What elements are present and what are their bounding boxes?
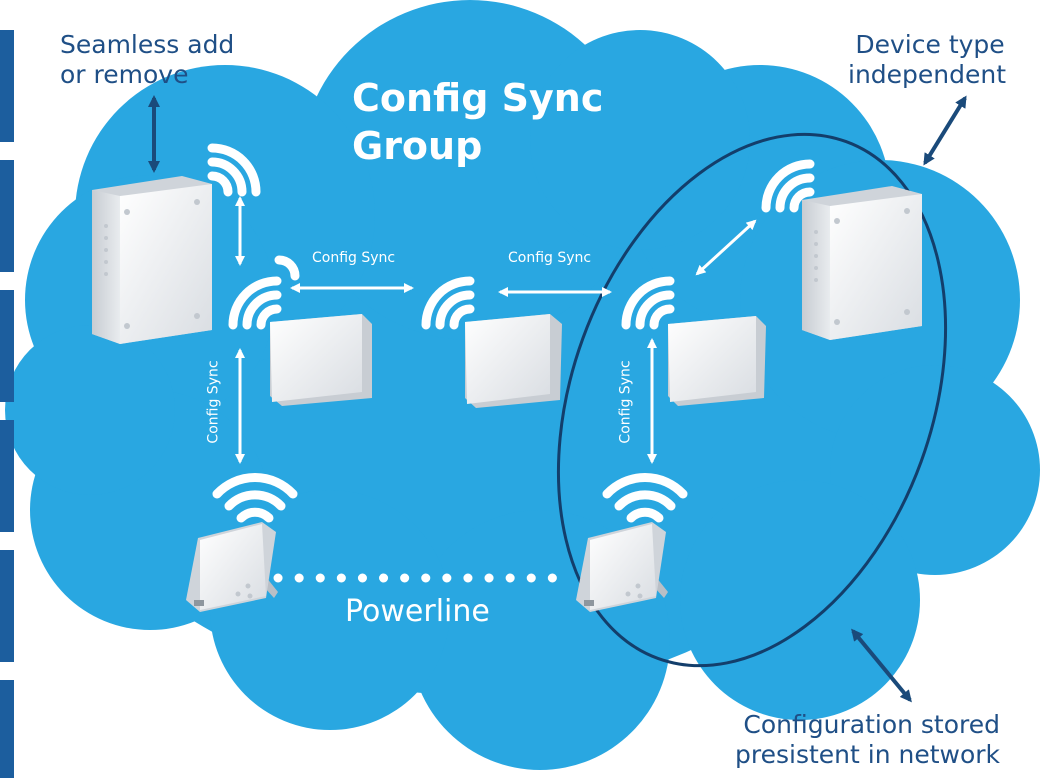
config-sync-label: Config Sync: [617, 360, 634, 444]
wifi-icon: [228, 276, 282, 330]
wifi-icon: [621, 276, 675, 330]
edge-bar: [0, 290, 14, 402]
device-group-ellipse: [556, 132, 948, 668]
callout-stored: Configuration stored presistent in netwo…: [735, 710, 1000, 770]
cube-device-right: [668, 316, 766, 406]
powerline-label: Powerline: [345, 594, 490, 629]
callout-add-remove: Seamless add or remove: [60, 30, 234, 90]
powerline-adapter-right: [576, 522, 668, 612]
sync-arrow-diagonal: [695, 219, 757, 276]
callout-add-remove-line-1: Seamless add: [60, 30, 235, 59]
callout-arrows: [148, 95, 967, 703]
wifi-icon: [207, 143, 261, 197]
edge-bar: [0, 420, 14, 532]
device-type-arrow: [923, 95, 967, 166]
powerline-adapter-left: [186, 522, 278, 612]
wifi-icon: [421, 276, 475, 330]
config-sync-label: Config Sync: [312, 250, 396, 266]
wifi-icon: [761, 159, 815, 213]
edge-bar: [0, 680, 14, 778]
edge-bar: [0, 550, 14, 662]
config-sync-label: Config Sync: [508, 250, 592, 266]
wifi-icon: [274, 255, 300, 281]
edge-bar: [0, 30, 14, 142]
stored-arrow: [851, 628, 912, 703]
wifi-icon: [602, 473, 688, 523]
callout-add-remove-line-2: or remove: [60, 60, 189, 89]
wifi-icon: [212, 473, 298, 523]
title-line-2: Group: [352, 124, 483, 168]
router-device-right: [802, 186, 922, 340]
callout-device-type: Device type independent: [848, 30, 1006, 90]
cube-device-middle: [465, 314, 562, 408]
callout-stored-line-2: presistent in network: [735, 740, 1001, 769]
router-device-left: [92, 176, 212, 344]
callout-device-type-line-1: Device type: [855, 30, 1005, 59]
sync-arrows: [235, 196, 757, 464]
callout-device-type-line-2: independent: [848, 60, 1007, 89]
edge-bar: [0, 160, 14, 272]
title-line-1: Config Sync: [352, 76, 604, 120]
config-sync-label: Config Sync: [205, 360, 222, 444]
cube-device-left: [270, 314, 372, 406]
diagram-title: Config Sync Group: [352, 74, 603, 170]
callout-stored-line-1: Configuration stored: [743, 710, 1001, 739]
